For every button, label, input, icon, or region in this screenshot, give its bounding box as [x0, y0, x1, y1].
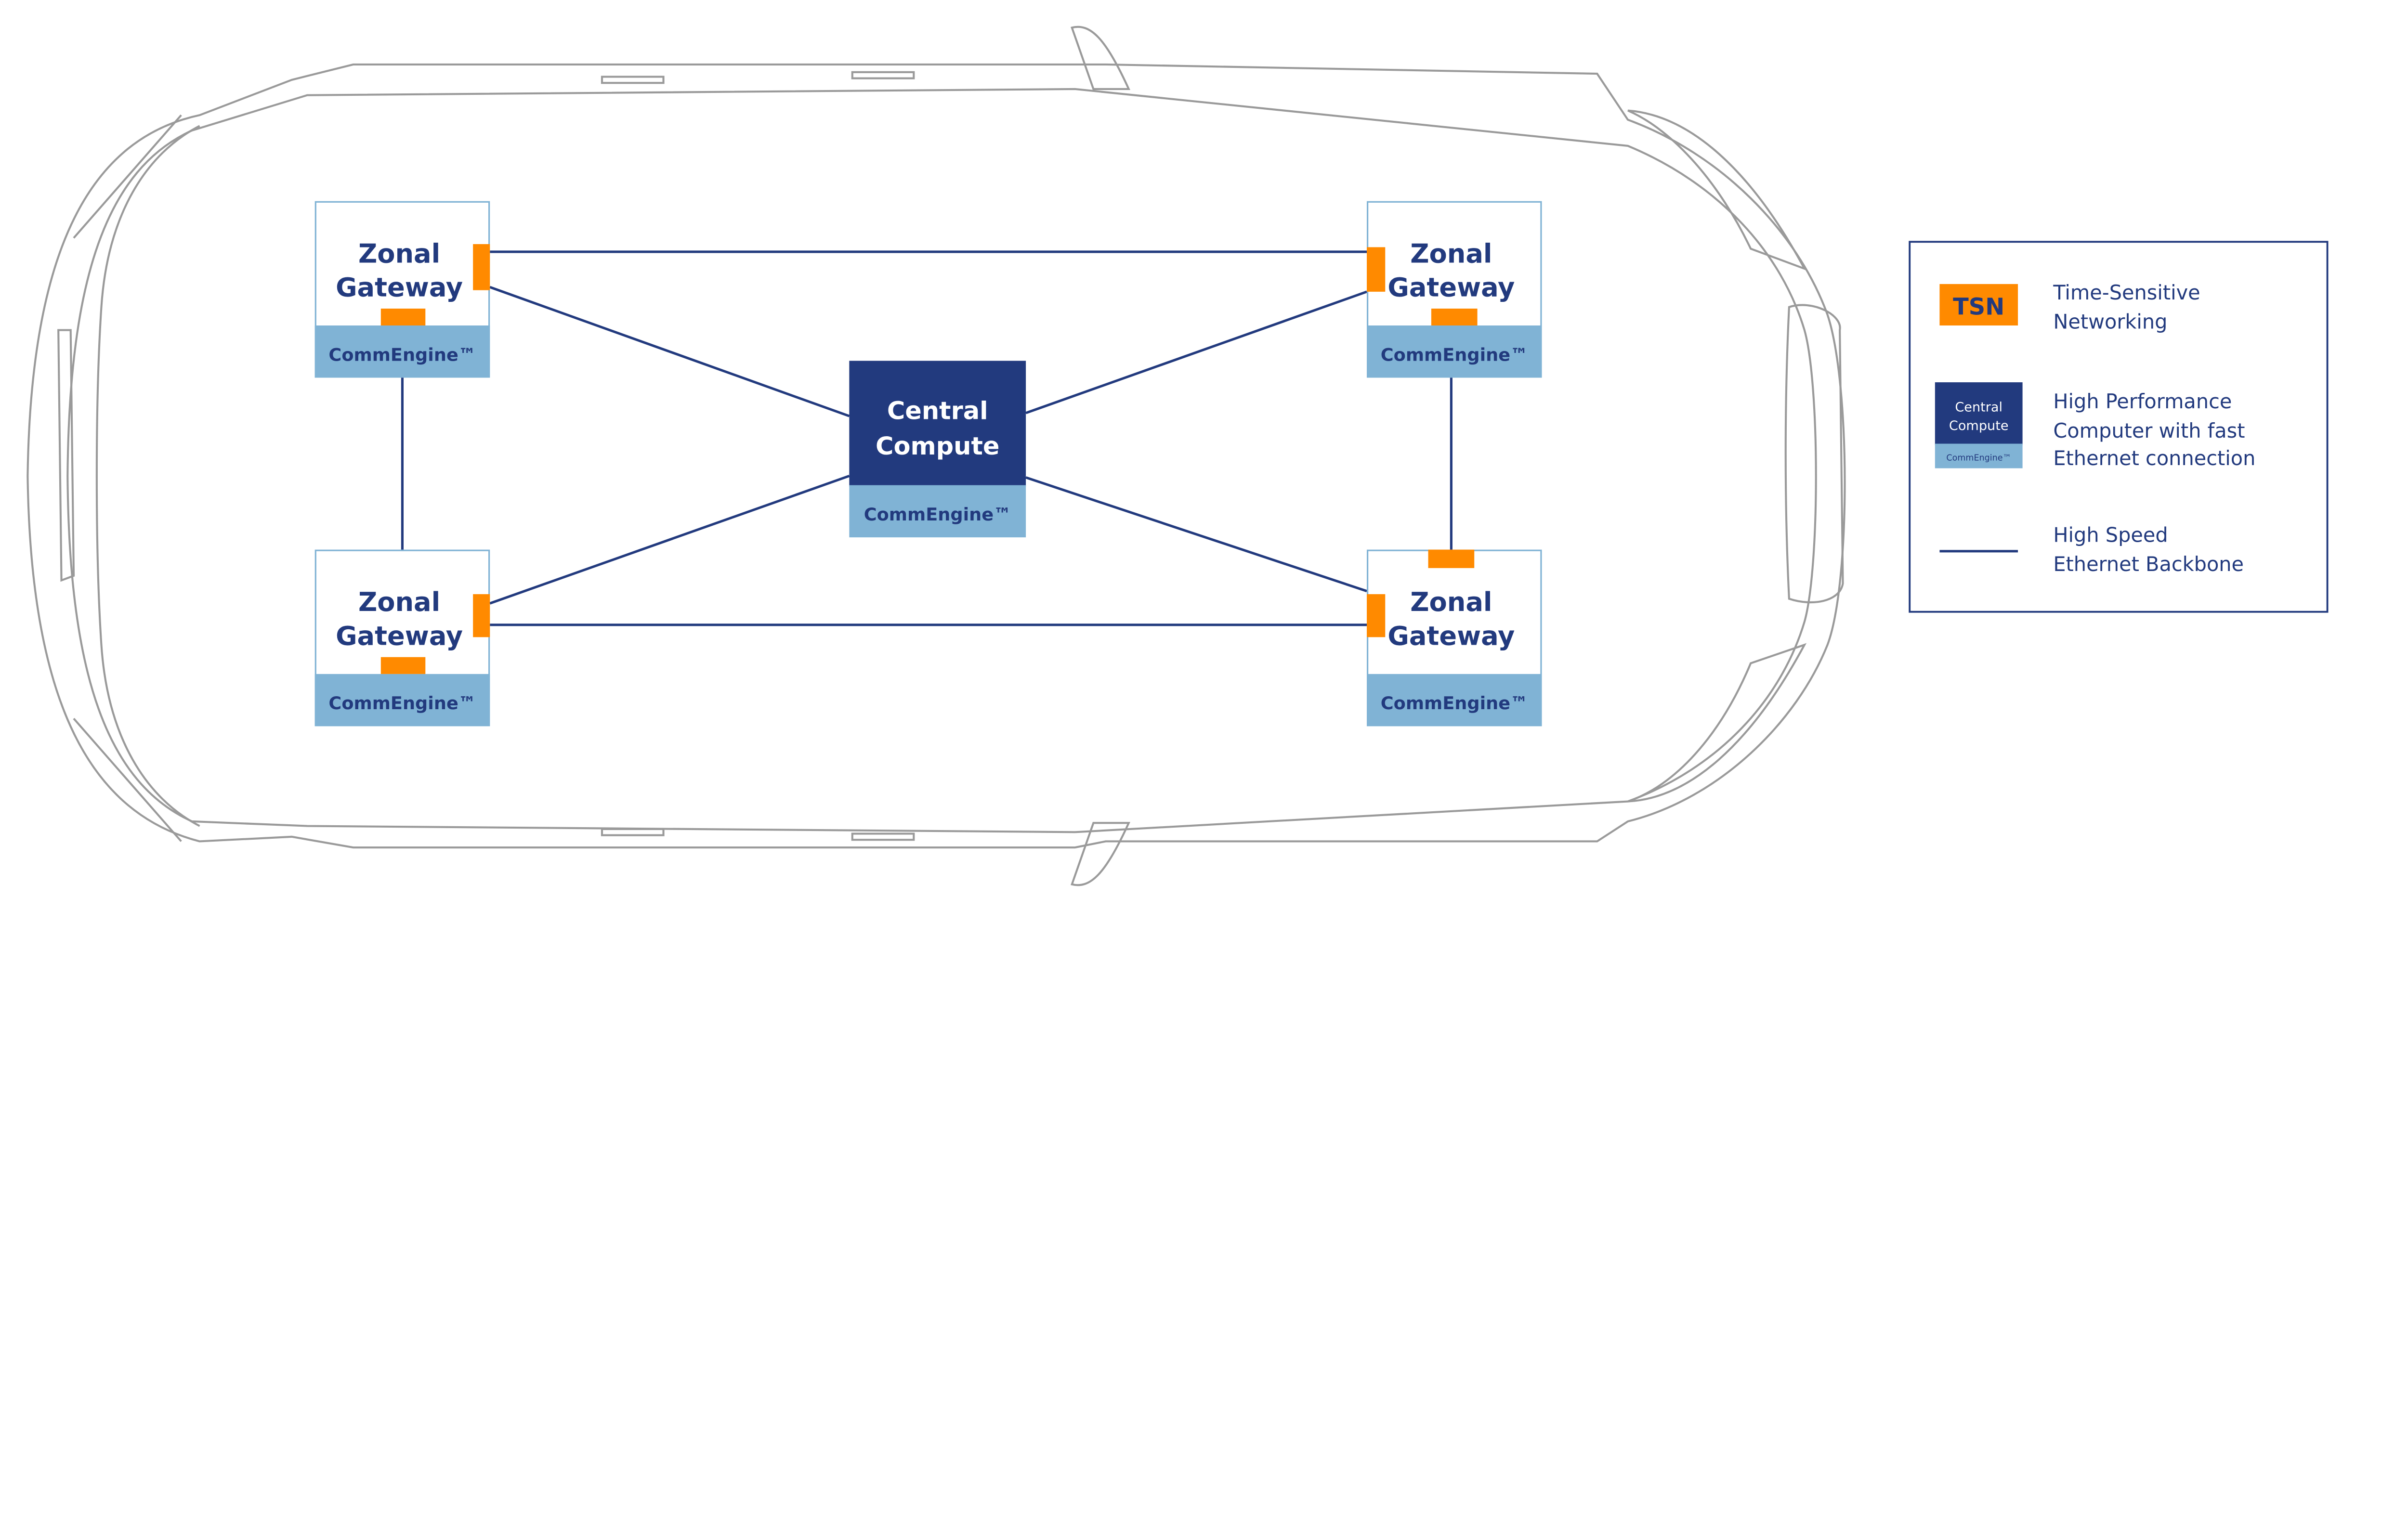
central-title-line2: Compute	[876, 432, 999, 461]
legend-tsn-line1: Time-Sensitive	[2053, 281, 2200, 304]
legend-tsn-line2: Networking	[2053, 310, 2167, 333]
tsn-port	[380, 308, 426, 326]
central-title-line1: Central	[887, 397, 988, 426]
gateway-title-line1: Zonal	[358, 238, 440, 269]
tsn-port	[1367, 594, 1386, 637]
commengine-label: CommEngine™	[328, 344, 476, 365]
legend-central-swatch	[1935, 382, 2023, 445]
zonal-architecture-diagram: Zonal Gateway CommEngine™ Zonal Gateway …	[26, 26, 2329, 886]
tsn-port	[473, 244, 490, 290]
gateway-title-line2: Gateway	[1387, 621, 1515, 651]
zonal-gateway-bottom-right: Zonal Gateway CommEngine™	[1367, 549, 1542, 727]
gateway-title-line1: Zonal	[1410, 587, 1492, 617]
legend-tsn-badge: TSN	[1953, 294, 2004, 321]
tsn-port	[380, 657, 426, 674]
link-br-central	[1025, 476, 1367, 593]
tsn-port	[1367, 247, 1386, 292]
link-tl-central	[489, 286, 850, 417]
car-outline	[26, 26, 1846, 886]
legend-hpc-line2: Computer with fast	[2053, 419, 2245, 442]
link-tr-central	[1025, 290, 1367, 415]
legend: TSN Time-Sensitive Networking Central Co…	[1909, 241, 2329, 613]
commengine-label: CommEngine™	[328, 693, 476, 714]
gateway-title-line2: Gateway	[336, 621, 463, 651]
legend-cc-line1: Central	[1955, 400, 2002, 415]
gateway-title-line2: Gateway	[336, 272, 463, 302]
gateway-title-line1: Zonal	[358, 587, 440, 617]
central-compute: Central Compute CommEngine™	[849, 361, 1026, 538]
legend-eth-line1: High Speed	[2053, 524, 2168, 547]
legend-eth-line2: Ethernet Backbone	[2053, 553, 2244, 576]
commengine-label: CommEngine™	[864, 504, 1011, 525]
tsn-port	[1428, 549, 1475, 568]
legend-cc-engine: CommEngine™	[1946, 454, 2011, 463]
zonal-gateway-top-right: Zonal Gateway CommEngine™	[1367, 201, 1542, 378]
tsn-port	[473, 594, 490, 637]
gateway-title-line1: Zonal	[1410, 238, 1492, 269]
gateway-title-line2: Gateway	[1387, 272, 1515, 302]
zonal-gateway-top-left: Zonal Gateway CommEngine™	[314, 201, 490, 378]
commengine-label: CommEngine™	[1381, 693, 1528, 714]
zonal-gateway-bottom-left: Zonal Gateway CommEngine™	[314, 549, 490, 727]
legend-hpc-line3: Ethernet connection	[2053, 447, 2255, 470]
ethernet-backbone	[401, 250, 1453, 626]
link-bl-central	[489, 475, 850, 605]
legend-tsn-swatch	[1939, 284, 2018, 326]
legend-hpc-line1: High Performance	[2053, 390, 2232, 413]
commengine-label: CommEngine™	[1381, 344, 1528, 365]
legend-cc-line2: Compute	[1949, 418, 2009, 433]
tsn-port	[1431, 308, 1478, 326]
